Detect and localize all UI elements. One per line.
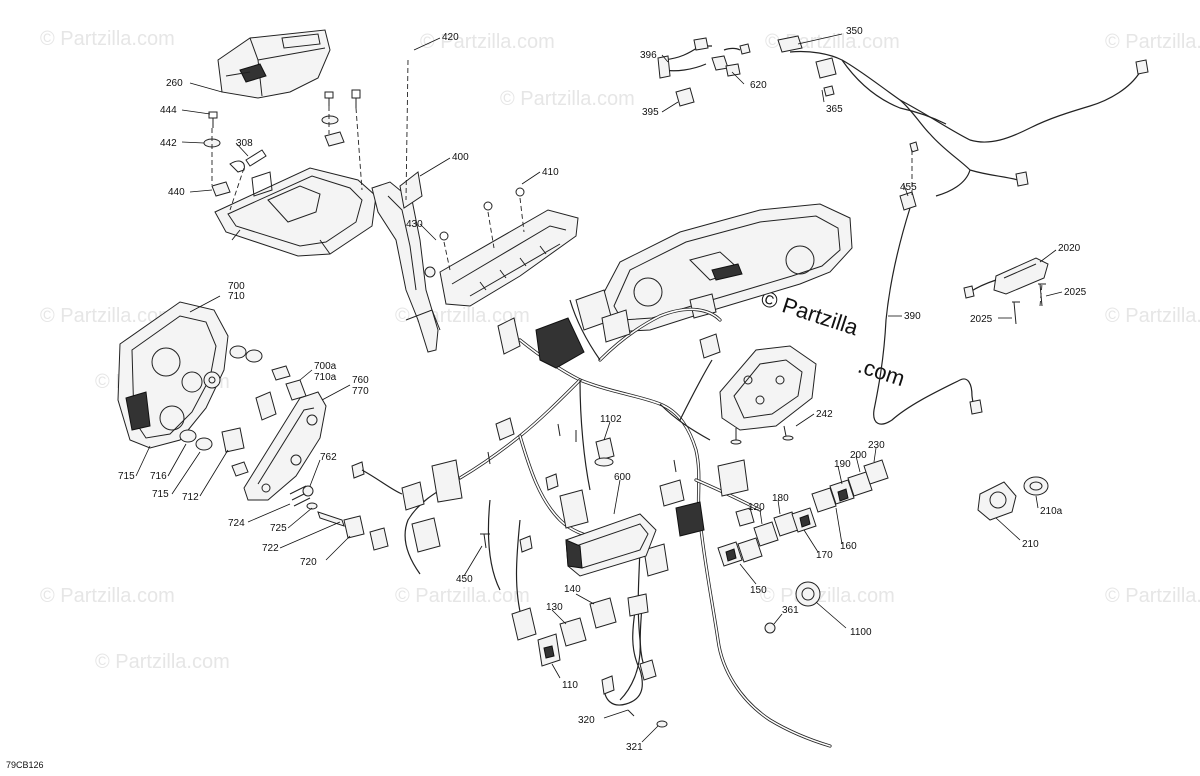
harness-connectors xyxy=(351,289,755,641)
callout-200: 200 xyxy=(850,450,867,461)
callout-160: 160 xyxy=(840,541,857,552)
callout-710: 710 xyxy=(228,291,245,302)
callout-720: 720 xyxy=(300,557,317,568)
center-watermark-line1: © Partzilla xyxy=(758,285,862,340)
assembly-lines xyxy=(211,59,1043,307)
callout-365: 365 xyxy=(826,104,843,115)
battery-tray xyxy=(214,167,377,257)
callout-150: 150 xyxy=(750,585,767,596)
callout-410: 410 xyxy=(542,167,559,178)
watermark: © Partzilla.com xyxy=(1105,585,1200,607)
callout-361: 361 xyxy=(782,605,799,616)
switch-row xyxy=(717,459,889,567)
callout-716: 716 xyxy=(150,471,167,482)
part-1102 xyxy=(594,437,615,467)
callout-1102: 1102 xyxy=(600,414,622,425)
callout-722: 722 xyxy=(262,543,279,554)
dash-frame xyxy=(599,203,853,333)
callout-715: 715 xyxy=(152,489,169,500)
watermark: © Partzilla.com xyxy=(40,28,175,50)
callout-725: 725 xyxy=(270,523,287,534)
callout-700a: 700a xyxy=(314,361,337,372)
callout-770: 770 xyxy=(352,386,369,397)
callout-210a: 210a xyxy=(1040,506,1063,517)
parts-art xyxy=(117,29,1149,748)
callout-labels: 420 260 444 442 308 440 400 410 430 396 … xyxy=(118,26,1087,753)
callout-110: 110 xyxy=(562,680,578,691)
watermark: © Partzilla.com xyxy=(40,585,175,607)
callout-1100: 1100 xyxy=(850,627,872,638)
adjuster-parts xyxy=(289,485,365,539)
callout-430: 430 xyxy=(406,219,423,230)
callout-710a: 710a xyxy=(314,372,337,383)
callout-712: 712 xyxy=(182,492,199,503)
small-connectors-top xyxy=(657,37,751,107)
callout-350: 350 xyxy=(846,26,863,37)
callout-760: 760 xyxy=(352,375,369,386)
bracket-400 xyxy=(371,171,441,353)
callout-442: 442 xyxy=(160,138,177,149)
center-watermark-line2: .com xyxy=(855,353,908,392)
part-1100 xyxy=(764,581,821,634)
bolt-450 xyxy=(480,533,490,549)
callout-308: 308 xyxy=(236,138,253,149)
callout-140: 140 xyxy=(564,584,581,595)
headlight-bulbs xyxy=(179,345,307,477)
lamp-bracket-760 xyxy=(243,391,327,501)
watermark: © Partzilla.com xyxy=(95,651,230,673)
module-2020 xyxy=(963,257,1049,325)
callout-180: 180 xyxy=(772,493,789,504)
callout-395: 395 xyxy=(642,107,659,118)
ignition-210 xyxy=(977,476,1049,521)
watermark: © Partzilla.com xyxy=(40,305,175,327)
callout-396: 396 xyxy=(640,50,657,61)
callout-321: 321 xyxy=(626,742,643,753)
callout-715: 715 xyxy=(118,471,135,482)
module-600 xyxy=(559,489,657,577)
callout-190: 190 xyxy=(834,459,851,470)
callout-400: 400 xyxy=(452,152,469,163)
callout-320: 320 xyxy=(578,715,595,726)
callout-455: 455 xyxy=(900,182,917,193)
callout-120: 120 xyxy=(748,502,765,513)
callout-2025: 2025 xyxy=(970,314,993,325)
callout-420: 420 xyxy=(442,32,459,43)
switches-low xyxy=(537,597,617,667)
bracket-242 xyxy=(719,345,817,445)
watermark: © Partzilla.com xyxy=(1105,31,1200,53)
callout-170: 170 xyxy=(816,550,833,561)
bracket-410 xyxy=(424,187,579,307)
callout-620: 620 xyxy=(750,80,767,91)
callout-210: 210 xyxy=(1022,539,1039,550)
callout-600: 600 xyxy=(614,472,631,483)
callout-444: 444 xyxy=(160,105,177,116)
callout-230: 230 xyxy=(868,440,885,451)
diagram-code: 79CB126 xyxy=(6,760,44,770)
callout-450: 450 xyxy=(456,574,473,585)
watermark: © Partzilla.com xyxy=(1105,305,1200,327)
watermark: © Partzilla.com xyxy=(420,31,555,53)
callout-440: 440 xyxy=(168,187,185,198)
callout-390: 390 xyxy=(904,311,921,322)
callout-724: 724 xyxy=(228,518,245,529)
callout-260: 260 xyxy=(166,78,183,89)
leader-lines xyxy=(135,33,1063,743)
fasteners-left xyxy=(203,89,361,197)
callout-2025: 2025 xyxy=(1064,287,1087,298)
watermark: © Partzilla.com xyxy=(760,585,895,607)
sub-harness-320 xyxy=(601,593,668,728)
callout-700: 700 xyxy=(228,281,245,292)
callout-762: 762 xyxy=(320,452,337,463)
callout-130: 130 xyxy=(546,602,563,613)
headlight-housing xyxy=(117,301,229,449)
callout-242: 242 xyxy=(816,409,833,420)
wire-390 xyxy=(873,207,983,425)
watermark: © Partzilla.com xyxy=(395,585,530,607)
battery-cover-260 xyxy=(217,29,331,99)
watermark: © Partzilla.com xyxy=(500,88,635,110)
callout-2020: 2020 xyxy=(1058,243,1081,254)
rear-harness-350 xyxy=(777,35,1149,211)
